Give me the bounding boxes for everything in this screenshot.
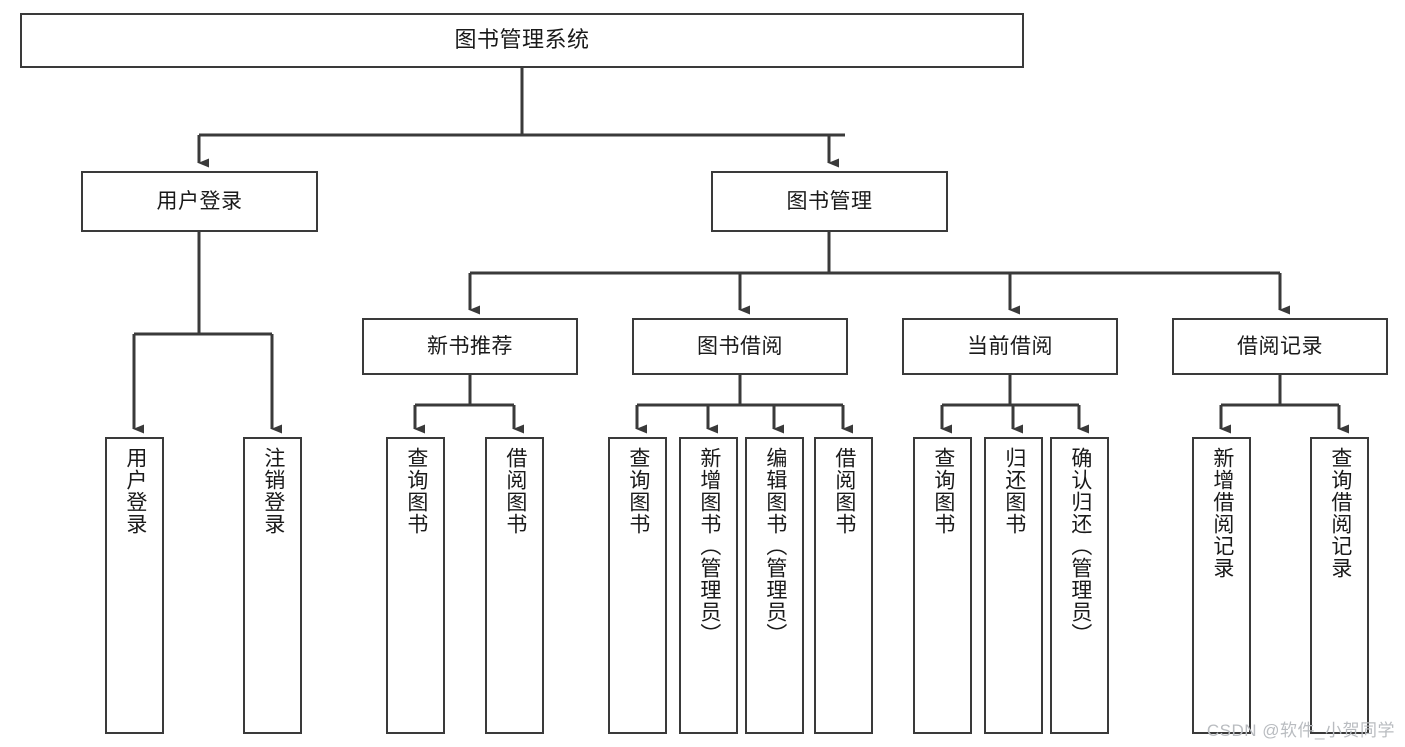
node-root[interactable]: 图书管理系统 <box>20 13 1024 68</box>
node-leaf-query-record[interactable]: 查询借阅记录 <box>1310 437 1369 734</box>
node-borrow-record-label: 借阅记录 <box>1237 334 1323 358</box>
node-leaf-confirm-return[interactable]: 确认归还（管理员） <box>1050 437 1109 734</box>
node-leaf-borrow-book-1[interactable]: 借阅图书 <box>485 437 544 734</box>
node-leaf-add-book[interactable]: 新增图书（管理员） <box>679 437 738 734</box>
node-leaf-query-book-1[interactable]: 查询图书 <box>386 437 445 734</box>
watermark-text: CSDN @软件_小贺同学 <box>1206 721 1395 740</box>
node-leaf-query-book-1-label: 查询图书 <box>404 447 428 535</box>
node-leaf-user-logout-label: 注销登录 <box>261 447 285 535</box>
node-current-borrow-label: 当前借阅 <box>967 334 1053 358</box>
node-book-manage[interactable]: 图书管理 <box>711 171 948 232</box>
node-leaf-query-book-2-label: 查询图书 <box>626 447 650 535</box>
node-leaf-return-book[interactable]: 归还图书 <box>984 437 1043 734</box>
node-book-manage-label: 图书管理 <box>786 189 873 213</box>
node-book-borrow-label: 图书借阅 <box>697 334 783 358</box>
node-leaf-query-book-3[interactable]: 查询图书 <box>913 437 972 734</box>
node-leaf-user-login-label: 用户登录 <box>123 447 147 535</box>
node-leaf-edit-book[interactable]: 编辑图书（管理员） <box>745 437 804 734</box>
node-book-borrow[interactable]: 图书借阅 <box>632 318 848 375</box>
node-leaf-query-book-2[interactable]: 查询图书 <box>608 437 667 734</box>
node-current-borrow[interactable]: 当前借阅 <box>902 318 1118 375</box>
node-root-label: 图书管理系统 <box>454 27 590 53</box>
node-leaf-borrow-book-1-label: 借阅图书 <box>503 447 527 535</box>
node-leaf-return-book-label: 归还图书 <box>1002 447 1026 535</box>
node-new-book-recommend[interactable]: 新书推荐 <box>362 318 578 375</box>
node-leaf-query-record-label: 查询借阅记录 <box>1328 447 1352 579</box>
node-leaf-add-book-label: 新增图书（管理员） <box>697 447 721 645</box>
node-leaf-borrow-book-2-label: 借阅图书 <box>832 447 856 535</box>
node-leaf-user-logout[interactable]: 注销登录 <box>243 437 302 734</box>
node-leaf-user-login[interactable]: 用户登录 <box>105 437 164 734</box>
node-leaf-add-record-label: 新增借阅记录 <box>1210 447 1234 579</box>
node-new-book-recommend-label: 新书推荐 <box>427 334 513 358</box>
node-user-login[interactable]: 用户登录 <box>81 171 318 232</box>
node-leaf-add-record[interactable]: 新增借阅记录 <box>1192 437 1251 734</box>
node-user-login-label: 用户登录 <box>156 189 243 213</box>
node-leaf-borrow-book-2[interactable]: 借阅图书 <box>814 437 873 734</box>
node-leaf-confirm-return-label: 确认归还（管理员） <box>1068 447 1092 645</box>
node-borrow-record[interactable]: 借阅记录 <box>1172 318 1388 375</box>
node-leaf-edit-book-label: 编辑图书（管理员） <box>763 447 787 645</box>
node-leaf-query-book-3-label: 查询图书 <box>931 447 955 535</box>
